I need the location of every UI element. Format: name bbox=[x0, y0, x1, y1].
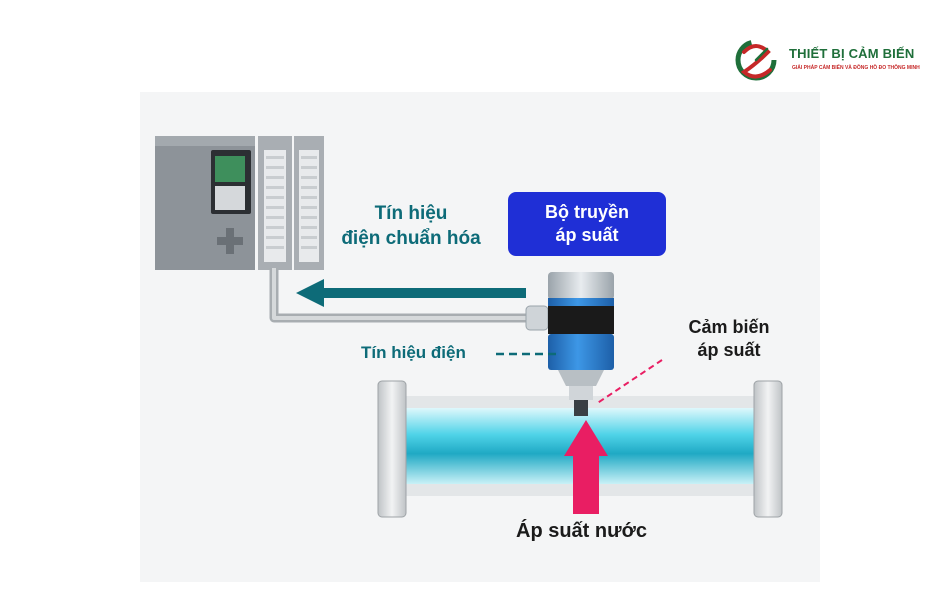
transmitter-label-line2: áp suất bbox=[555, 225, 619, 245]
transmitter-label-line1: Bộ truyền bbox=[544, 201, 629, 222]
transmitter-label-box: Bộ truyền áp suất bbox=[508, 192, 666, 256]
plc-controller bbox=[155, 136, 324, 270]
transmitter-cap bbox=[548, 272, 614, 300]
transmitter-body bbox=[548, 334, 614, 370]
standard-signal-label-line2: điện chuẩn hóa bbox=[341, 227, 481, 249]
logo-emblem-icon bbox=[735, 39, 777, 81]
standard-signal-label: Tín hiệu điện chuẩn hóa bbox=[316, 202, 506, 251]
logo-subtitle: GIẢI PHÁP CẢM BIẾN VÀ ĐỒNG HỒ ĐO THÔNG M… bbox=[792, 65, 920, 71]
transmitter-band bbox=[548, 306, 614, 334]
standard-signal-arrow bbox=[296, 279, 526, 307]
standard-signal-label-line1: Tín hiệu bbox=[374, 203, 448, 224]
logo-title: THIẾT BỊ CẢM BIẾN bbox=[789, 46, 915, 61]
pressure-sensor-label: Cảm biến áp suất bbox=[677, 316, 781, 363]
sensor-probe bbox=[574, 400, 588, 416]
water-pressure-label: Áp suất nước bbox=[516, 520, 647, 542]
electric-signal-label: Tín hiệu điện bbox=[361, 343, 466, 362]
pipe-flange-left bbox=[377, 380, 407, 518]
brand-logo: THIẾT BỊ CẢM BIẾN GIẢI PHÁP CẢM BIẾN VÀ … bbox=[734, 36, 934, 86]
water-pressure-arrow bbox=[564, 420, 608, 514]
plc-dpad-icon bbox=[217, 228, 243, 254]
sensor-leader bbox=[595, 359, 663, 405]
cable-gland bbox=[525, 305, 549, 331]
pipe-flange-right bbox=[753, 380, 783, 518]
pressure-sensor-label-line1: Cảm biến bbox=[688, 317, 770, 337]
pressure-transmitter bbox=[525, 272, 614, 416]
pressure-sensor-label-line2: áp suất bbox=[697, 340, 761, 361]
